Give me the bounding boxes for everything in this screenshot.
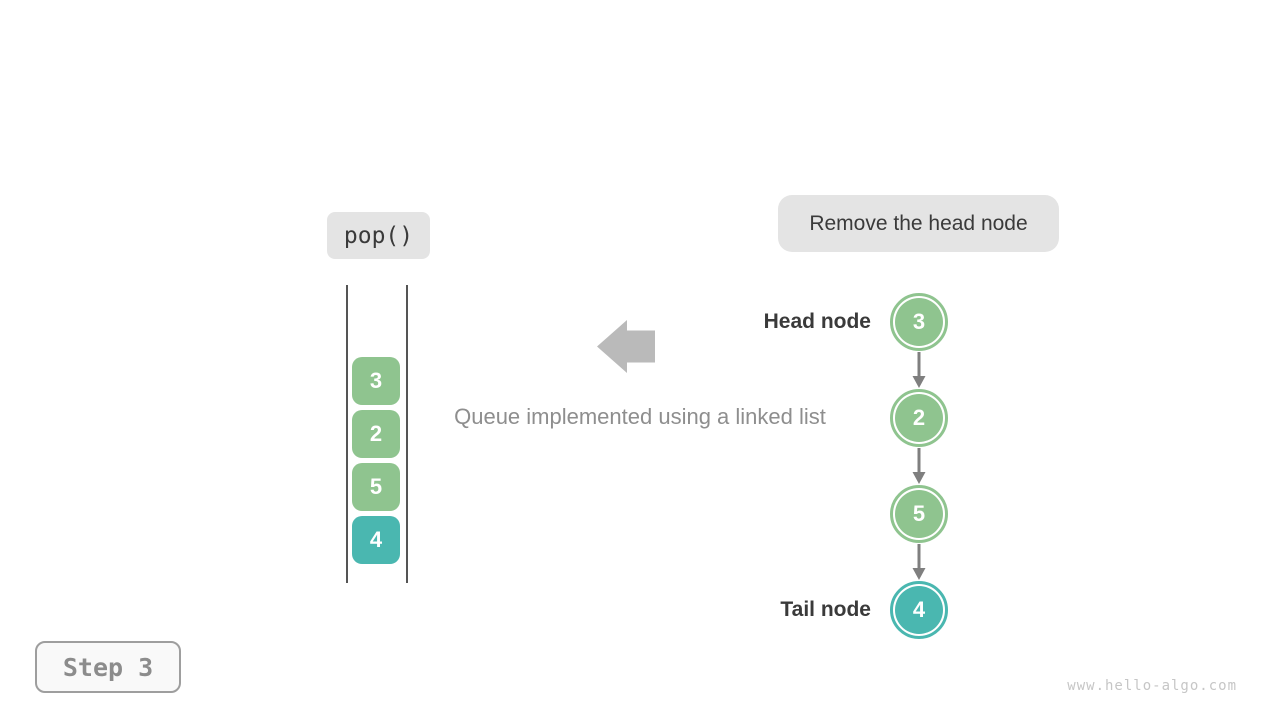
stack-item: 3 (352, 357, 400, 405)
step-badge: Step 3 (35, 641, 181, 693)
caption: Queue implemented using a linked list (454, 404, 826, 429)
linked-list-node: 2 (890, 389, 948, 447)
head-node-label: Head node (763, 310, 871, 333)
linked-list-node: 5 (890, 485, 948, 543)
watermark: www.hello-algo.com (1067, 678, 1237, 694)
node-inner-circle: 4 (895, 586, 943, 634)
next-pointer-arrow-icon (911, 448, 927, 484)
operation-label: pop() (327, 212, 430, 259)
stack-item: 2 (352, 410, 400, 458)
queue-container-left-wall (346, 285, 348, 583)
tail-node-label: Tail node (780, 598, 871, 621)
linked-list-node: 4 (890, 581, 948, 639)
instruction-bubble: Remove the head node (778, 195, 1059, 252)
linked-list-node: 3 (890, 293, 948, 351)
stack-item: 5 (352, 463, 400, 511)
next-pointer-arrow-icon (911, 352, 927, 388)
node-inner-circle: 2 (895, 394, 943, 442)
queue-container-right-wall (406, 285, 408, 583)
node-inner-circle: 3 (895, 298, 943, 346)
left-block-arrow-icon (597, 320, 655, 373)
stack-item: 4 (352, 516, 400, 564)
node-inner-circle: 5 (895, 490, 943, 538)
next-pointer-arrow-icon (911, 544, 927, 580)
